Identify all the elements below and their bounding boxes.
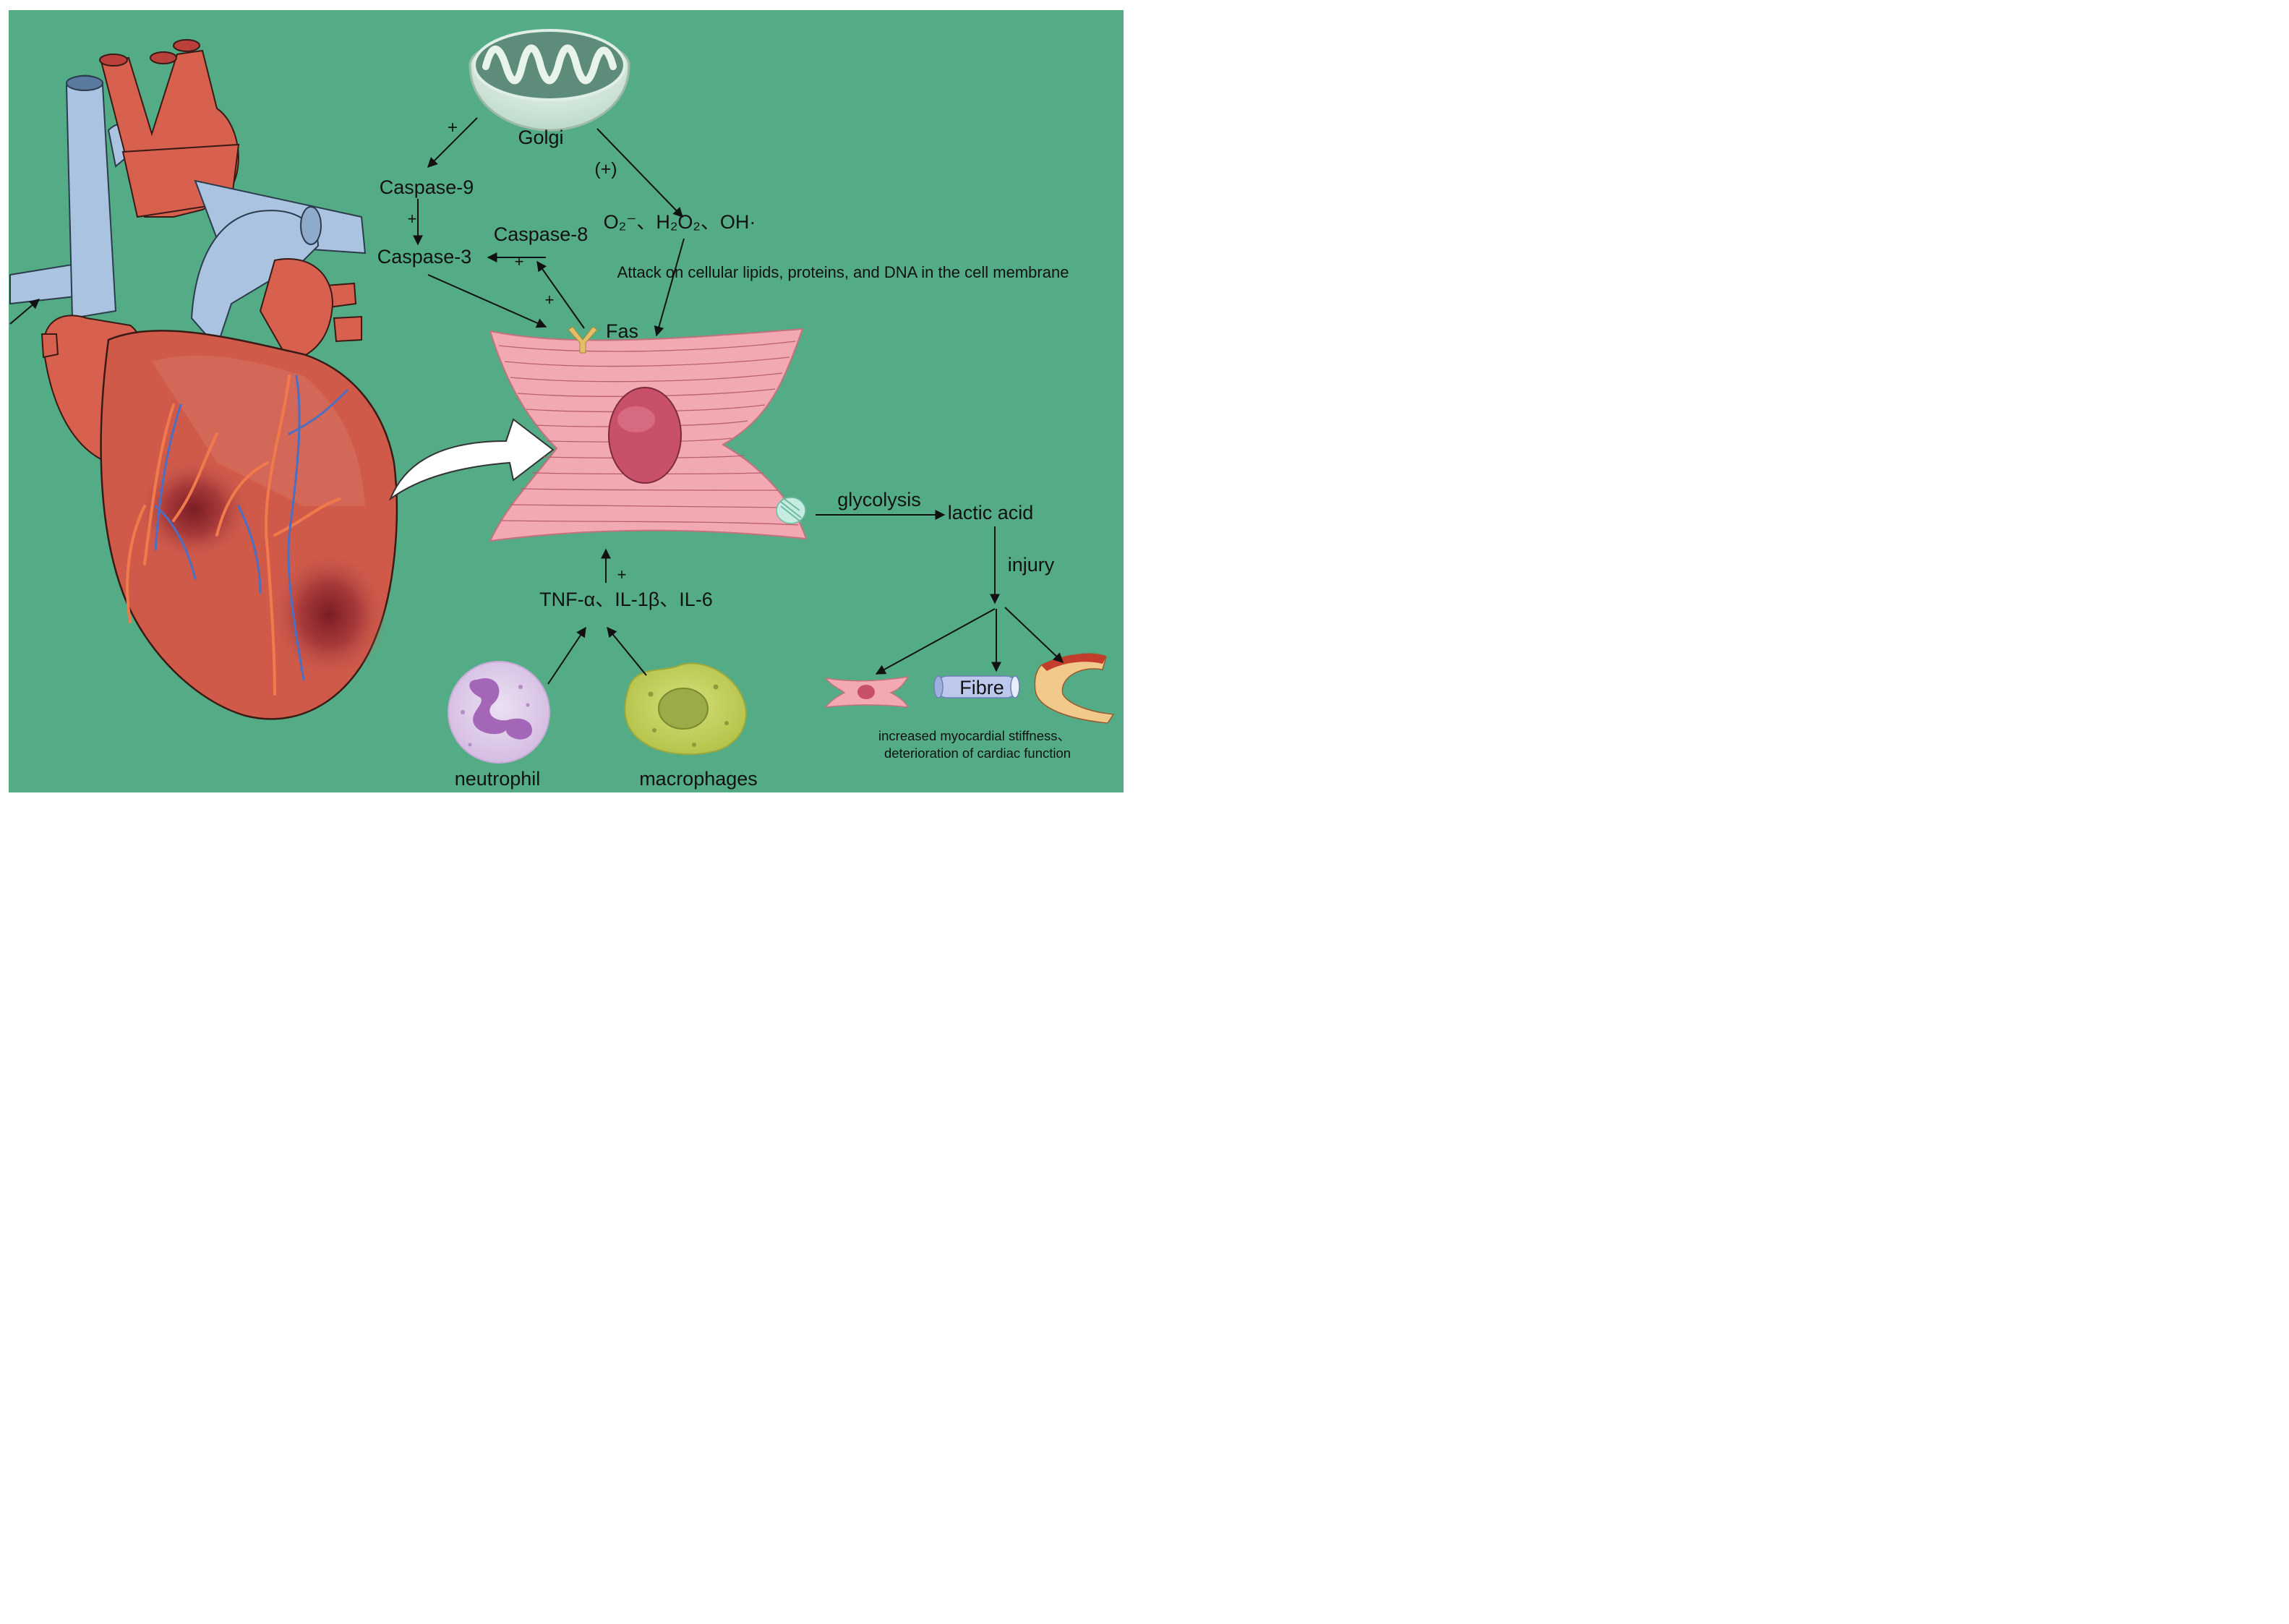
neutrophil-label: neutrophil xyxy=(455,768,541,790)
macrophages-label: macrophages xyxy=(639,768,758,790)
glycolysis-label: glycolysis xyxy=(837,489,921,510)
lactic-acid-label: lactic acid xyxy=(948,502,1034,523)
heart-to-cell-arrow xyxy=(388,418,555,501)
fibre-bundle-icon xyxy=(933,675,1020,698)
outcome-line-2: deterioration of cardiac function xyxy=(884,745,1071,761)
outcome-line-1: increased myocardial stiffness、 xyxy=(878,728,1071,743)
caspase9-label: Caspase-9 xyxy=(380,176,474,198)
plus-golgi-caspase9: + xyxy=(448,118,458,137)
nucleus xyxy=(608,387,682,484)
neutrophil-icon xyxy=(448,661,550,764)
caspase3-label: Caspase-3 xyxy=(377,246,472,268)
plus-caspase8-caspase3: + xyxy=(515,252,524,270)
fas-label: Fas xyxy=(606,320,638,342)
injury-label: injury xyxy=(1008,554,1055,576)
infarct-zone-lower xyxy=(271,551,387,678)
fibre-label: Fibre xyxy=(959,677,1004,698)
plus-fas-caspase8: + xyxy=(545,291,555,309)
macrophage-icon xyxy=(624,662,747,756)
diagram-canvas: Golgi + (+) Caspase-9 + Caspase-8 Caspas… xyxy=(9,10,1124,792)
ventricular-wall-icon xyxy=(1034,653,1115,724)
plus-paren-golgi-ros: (+) xyxy=(594,159,617,179)
plus-cytokines-cell: + xyxy=(617,565,627,584)
golgi-organelle-icon xyxy=(469,29,630,132)
cytokines-label: TNF-α、IL-1β、IL-6 xyxy=(539,589,713,610)
golgi-label: Golgi xyxy=(518,127,563,148)
attack-description: Attack on cellular lipids, proteins, and… xyxy=(617,263,1069,281)
cardiomyocyte xyxy=(489,326,808,542)
fas-receptor-icon xyxy=(568,326,598,354)
heart-illustration xyxy=(9,39,398,720)
caspase8-label: Caspase-8 xyxy=(494,223,589,245)
small-myocyte-icon xyxy=(824,676,910,708)
pathway-arrows xyxy=(413,117,1064,685)
intercalated-disc-icon xyxy=(776,497,806,524)
infarct-zone-upper xyxy=(137,459,250,560)
plus-caspase9-caspase3: + xyxy=(408,210,417,228)
ros-label: O₂⁻、H₂O₂、OH· xyxy=(604,211,756,233)
